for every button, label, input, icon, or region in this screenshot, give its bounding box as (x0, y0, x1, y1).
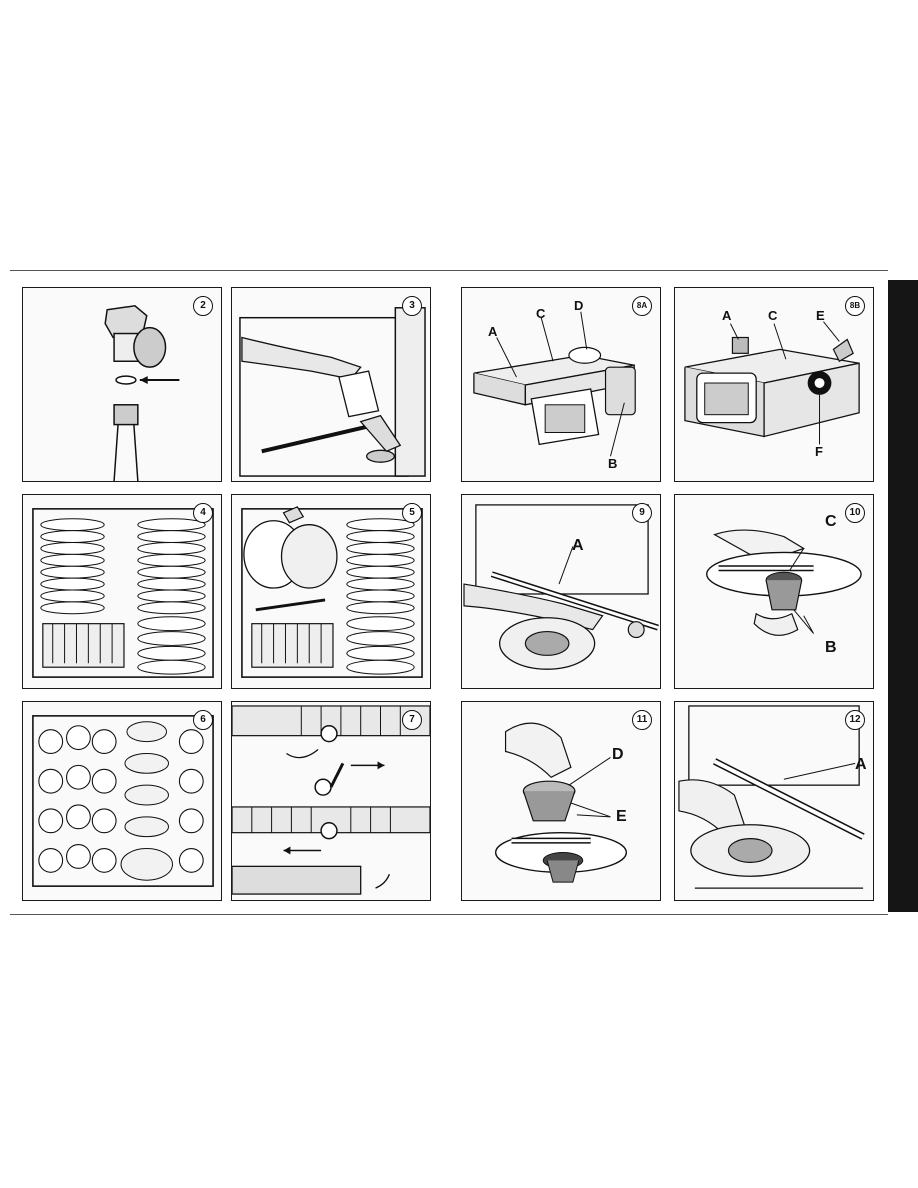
page-edge-bar (888, 280, 918, 912)
lower-rack-plates-illustration (23, 495, 221, 688)
figure-4-panel: 4 (22, 494, 222, 689)
figure-5-number: 5 (402, 503, 422, 523)
figure-8a-label-d: D (574, 298, 583, 313)
figure-9-number: 9 (632, 503, 652, 523)
figure-12-panel: 12 A (674, 701, 874, 901)
lower-rack-pots-illustration (232, 495, 430, 688)
dispenser-unit-open-illustration (462, 288, 660, 481)
figure-8b-label-a: A (722, 308, 731, 323)
figure-8a-number: 8A (632, 296, 652, 316)
figure-8b-label-c: C (768, 308, 777, 323)
figure-8b-label-e: E (816, 308, 825, 323)
filter-cleaning-illustration (462, 702, 660, 900)
figure-11-number: 11 (632, 710, 652, 730)
figure-7-panel: 7 (231, 701, 431, 901)
figure-11-label-e: E (616, 808, 627, 826)
figure-3-panel: 3 (231, 287, 431, 482)
top-rule (10, 270, 888, 271)
spray-arm-removal-illustration (462, 495, 660, 688)
figure-9-panel: 9 A (461, 494, 661, 689)
bottom-rule (10, 914, 888, 915)
figure-4-number: 4 (193, 503, 213, 523)
figure-5-panel: 5 (231, 494, 431, 689)
figure-11-label-d: D (612, 746, 624, 764)
spray-arm-reinstall-illustration (675, 702, 873, 900)
figure-12-number: 12 (845, 710, 865, 730)
figure-6-number: 6 (193, 710, 213, 730)
figure-3-number: 3 (402, 296, 422, 316)
figure-10-label-b: B (825, 639, 837, 657)
figure-11-panel: 11 D E (461, 701, 661, 901)
figure-8b-number: 8B (845, 296, 865, 316)
filter-plate-illustration (675, 495, 873, 688)
figure-10-number: 10 (845, 503, 865, 523)
figure-8a-panel: 8A A C D B (461, 287, 661, 482)
figure-6-panel: 6 (22, 701, 222, 901)
figure-8a-label-b: B (608, 456, 617, 471)
detergent-dispenser-illustration (232, 288, 430, 481)
figure-8b-panel: 8B A C E F (674, 287, 874, 482)
figure-8a-label-c: C (536, 306, 545, 321)
figure-7-number: 7 (402, 710, 422, 730)
faucet-hose-illustration (23, 288, 221, 481)
rack-adjustment-illustration (232, 702, 430, 900)
upper-rack-cups-illustration (23, 702, 221, 900)
figure-2-number: 2 (193, 296, 213, 316)
figure-12-label-a: A (855, 756, 867, 774)
figure-8b-label-f: F (815, 444, 823, 459)
figure-10-label-c: C (825, 513, 837, 531)
figure-9-label-a: A (572, 537, 584, 555)
figure-2-panel: 2 (22, 287, 222, 482)
figure-10-panel: 10 C B (674, 494, 874, 689)
figure-8a-label-a: A (488, 324, 497, 339)
